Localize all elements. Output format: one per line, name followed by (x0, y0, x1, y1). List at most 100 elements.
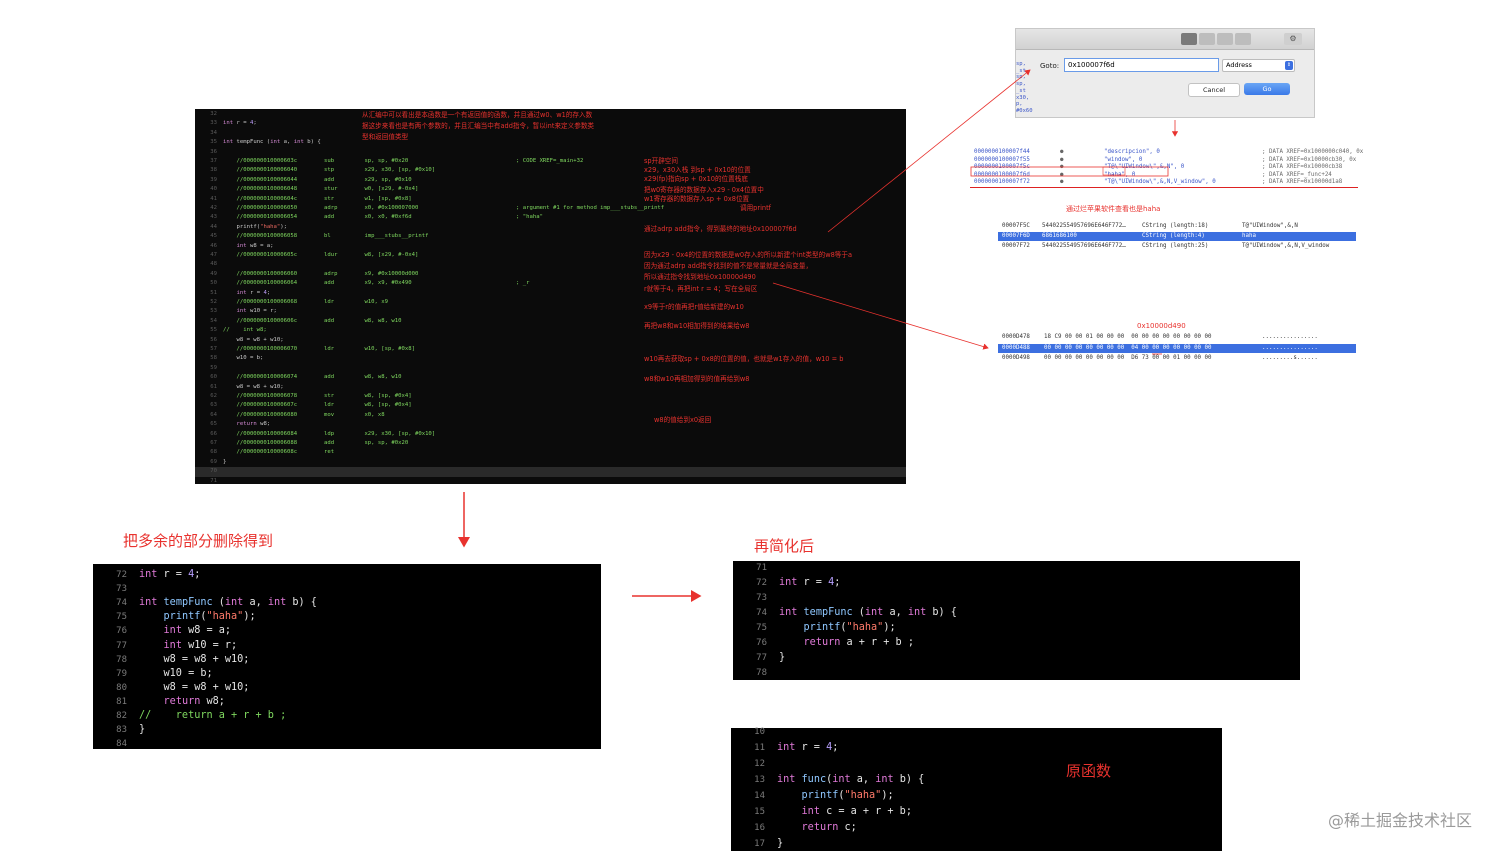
annotation-a1: 从汇编中可以看出是本函数是一个有返回值的函数，并且通过w0、w1的存入数 (362, 111, 593, 119)
toolbar-segment-icon[interactable] (1181, 33, 1197, 45)
code-line: 84 (93, 738, 139, 749)
line-number: 73 (756, 593, 767, 603)
line-code: //0000000100006050 adrp x0, #0x100007000… (223, 205, 665, 211)
goto-address-input[interactable]: 0x100007f6d (1064, 58, 1219, 72)
line-number: 71 (210, 477, 217, 484)
code-line: 73 (733, 592, 779, 603)
xref-row[interactable]: 0000000100007f44●"descripcion", 0; DATA … (970, 148, 1363, 156)
select-value: Address (1226, 61, 1252, 69)
code-line: 75 printf("haha"); (733, 622, 895, 633)
xref-comment: ; DATA XREF=0x10000cb38 (1262, 164, 1343, 171)
xref-row[interactable]: 0000000100007f72●"T@\"UIWindow\",&,N,V_w… (970, 178, 1360, 186)
xref-underline (970, 187, 1358, 188)
asm-line: 44 printf("haha"); (195, 223, 287, 232)
line-number: 39 (210, 176, 217, 183)
line-number: 14 (754, 791, 765, 801)
gear-icon[interactable]: ⚙ (1284, 33, 1302, 45)
asm-line: 51 int r = 4; (195, 289, 270, 298)
hex-ascii: ................ (1262, 344, 1318, 351)
line-code: int tempFunc (int a, int b) { (223, 139, 321, 146)
line-number: 38 (210, 167, 217, 174)
line-code: return c; (801, 822, 857, 833)
line-number: 82 (116, 711, 127, 721)
toolbar-segment-icon[interactable] (1199, 33, 1215, 45)
hex-bytes: 00 00 00 00 00 00 00 00 04 00 00 00 00 0… (1044, 344, 1212, 351)
line-number: 10 (754, 727, 765, 737)
line-code: //0000000100006088 add sp, sp, #0x20 (223, 440, 409, 446)
code-line: 81 return w8; (93, 696, 225, 707)
line-code: w8 = w8 + w10; (223, 383, 284, 390)
line-code: int w10 = r; (163, 639, 238, 651)
line-number: 15 (754, 807, 765, 817)
toolbar-segment-icon[interactable] (1217, 33, 1233, 45)
line-number: 34 (210, 129, 217, 136)
line-number: 37 (210, 158, 217, 164)
annotation-a2: 据这步来看也是有两个参数的，并且汇编当中有add指令，暂以int来定义参数类 (362, 122, 595, 130)
line-number: 54 (210, 317, 217, 324)
heading-original-function: 原函数 (1066, 762, 1112, 780)
line-number: 44 (210, 223, 217, 230)
line-code: } (777, 838, 784, 849)
asm-line: 40 //0000000100006048 stur w0, [x29, #-0… (195, 185, 418, 194)
line-number: 12 (754, 759, 765, 769)
line-code: //000000010000605c ldur w8, [x29, #-0x4] (223, 252, 419, 258)
line-number: 56 (210, 336, 217, 343)
line-code: printf("haha"); (801, 790, 894, 801)
line-number: 74 (756, 608, 767, 618)
asm-line: 38 //0000000100006040 stp x29, x30, [sp,… (195, 166, 435, 175)
cancel-button[interactable]: Cancel (1188, 83, 1240, 97)
toolbar-segment-icon[interactable] (1235, 33, 1251, 45)
chevron-updown-icon: ⇕ (1285, 61, 1293, 70)
line-code: return w8; (236, 421, 271, 428)
apple-caption: 通过烂苹果软件查看也是haha (1066, 205, 1161, 213)
address-type-select[interactable]: Address ⇕ (1222, 59, 1295, 72)
asm-line: 55// int w8; (195, 326, 267, 335)
line-number: 41 (210, 195, 217, 202)
line-code: return a + r + b ; (803, 637, 914, 648)
line-code: int tempFunc (int a, int b) { (139, 597, 317, 609)
asm-line: 32 (195, 110, 223, 119)
line-number: 71 (756, 563, 767, 573)
asm-line: 71 (195, 477, 223, 484)
xref-row[interactable]: 0000000100007f55●"window", 0; DATA XREF=… (970, 156, 1360, 164)
string-offset: 00007F6D (1002, 233, 1030, 239)
line-code: //0000000100006068 ldr w10, x9 (223, 299, 389, 305)
line-code: w10 = b; (139, 667, 213, 679)
line-code: int r = 4; (777, 742, 839, 753)
line-number: 51 (210, 289, 217, 296)
string-offset: 00007F5C (1002, 223, 1030, 229)
asm-line: 61 w8 = w8 + w10; (195, 383, 284, 392)
line-number: 65 (210, 421, 217, 428)
watermark: @稀土掘金技术社区 (1328, 811, 1473, 830)
line-code: //0000000100006048 stur w0, [x29, #-0x4] (223, 186, 419, 193)
line-number: 52 (210, 299, 217, 305)
code-line: 82// return a + r + b ; (93, 710, 286, 721)
line-code: int w8 = a; (163, 625, 232, 637)
line-code: int func(int a, int b) { (777, 774, 925, 785)
line-number: 80 (116, 682, 127, 693)
code-line: 71 (733, 562, 779, 573)
go-button[interactable]: Go (1244, 83, 1290, 95)
string-value: T@"UIWindow",&,N,V_window (1242, 243, 1330, 249)
line-number: 16 (754, 823, 765, 833)
line-number: 75 (756, 623, 767, 633)
xref-value: "window", 0 (1104, 156, 1143, 163)
xref-dot-icon: ● (1060, 149, 1064, 155)
annotation-a8: w1寄存器的数据存入sp + 0x8位置 (644, 195, 750, 203)
line-code: //0000000100006070 ldr w10, [sp, #0x8] (223, 346, 415, 352)
line-number: 77 (756, 653, 767, 663)
line-code: } (223, 458, 227, 465)
asm-line: 69} (195, 458, 226, 467)
side-text-line: x30, (1016, 94, 1030, 101)
hex-bytes: 00 00 00 00 00 00 00 00 D6 73 00 00 01 0… (1044, 355, 1212, 361)
